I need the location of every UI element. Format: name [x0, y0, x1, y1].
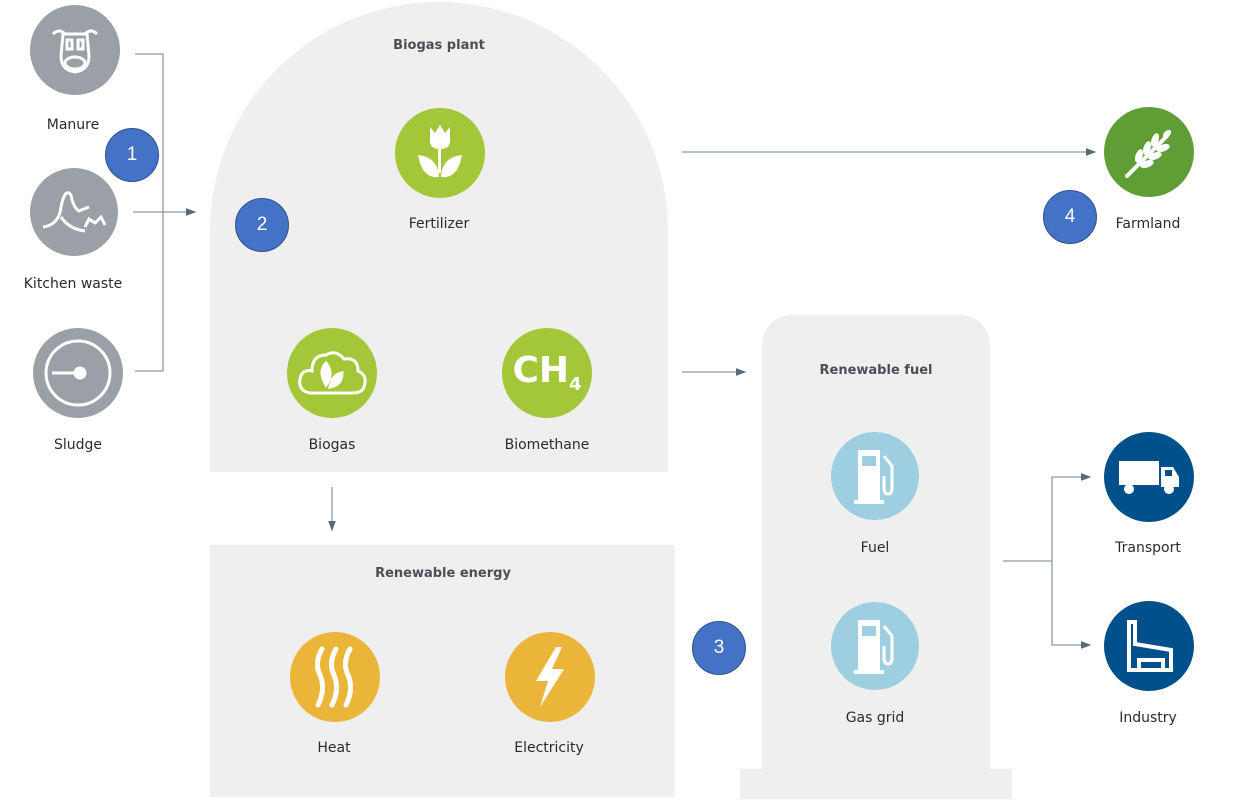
step-badge-2: 2	[235, 198, 289, 252]
lightning-icon	[536, 647, 564, 707]
gas-grid-icon-circle	[831, 602, 919, 690]
transport-label: Transport	[1115, 540, 1181, 556]
step-badge-3: 3	[692, 621, 746, 675]
heat-waves-icon	[314, 646, 354, 708]
sludge-icon-circle	[33, 328, 123, 418]
kitchen-waste-icon-circle	[30, 168, 118, 256]
biogas-plant-title: Biogas plant	[393, 38, 485, 53]
fuel-label: Fuel	[860, 540, 890, 556]
step-badge-4: 4	[1043, 190, 1097, 244]
biogas-plant-panel	[210, 2, 668, 472]
renewable-fuel-base	[740, 769, 1012, 799]
transport-arrow	[1051, 473, 1092, 561]
biomethane-label: Biomethane	[504, 437, 590, 453]
biomethane-icon-circle: CH4	[502, 328, 592, 418]
tulip-icon	[418, 125, 462, 178]
kitchen-waste-label: Kitchen waste	[23, 276, 123, 292]
industry-label: Industry	[1119, 710, 1177, 726]
renewable-energy-panel	[210, 545, 675, 797]
industry-arrow	[1051, 561, 1092, 649]
farmland-icon-circle	[1104, 107, 1194, 197]
biogas-icon-circle	[287, 328, 377, 418]
transport-icon-circle	[1104, 432, 1194, 522]
factory-icon	[1127, 620, 1173, 672]
farmland-label: Farmland	[1115, 216, 1181, 232]
sludge-label: Sludge	[53, 437, 103, 453]
manure-label: Manure	[46, 117, 100, 133]
fuel-pump-icon	[854, 450, 894, 504]
gas-grid-label: Gas grid	[845, 710, 905, 726]
fuel-pump-icon	[854, 620, 894, 674]
fertilizer-label: Fertilizer	[408, 216, 470, 232]
electricity-icon-circle	[505, 632, 595, 722]
truck-icon	[1119, 461, 1179, 494]
cow-icon	[51, 29, 99, 74]
step-badge-1: 1	[105, 128, 159, 182]
wheat-icon	[1125, 129, 1172, 178]
industry-icon-circle	[1104, 601, 1194, 691]
renewable-energy-title: Renewable energy	[375, 566, 511, 581]
fertilizer-icon-circle	[395, 108, 485, 198]
food-waste-icon	[42, 191, 107, 233]
ch4-icon: CH4	[512, 350, 582, 396]
sludge-icon	[44, 339, 112, 407]
heat-label: Heat	[317, 740, 351, 756]
cloud-leaf-icon	[298, 351, 367, 395]
manure-icon-circle	[30, 5, 120, 95]
heat-icon-circle	[290, 632, 380, 722]
renewable-fuel-panel	[762, 315, 990, 795]
biogas-label: Biogas	[308, 437, 356, 453]
electricity-label: Electricity	[514, 740, 584, 756]
renewable-fuel-title: Renewable fuel	[819, 363, 933, 378]
fuel-icon-circle	[831, 432, 919, 520]
